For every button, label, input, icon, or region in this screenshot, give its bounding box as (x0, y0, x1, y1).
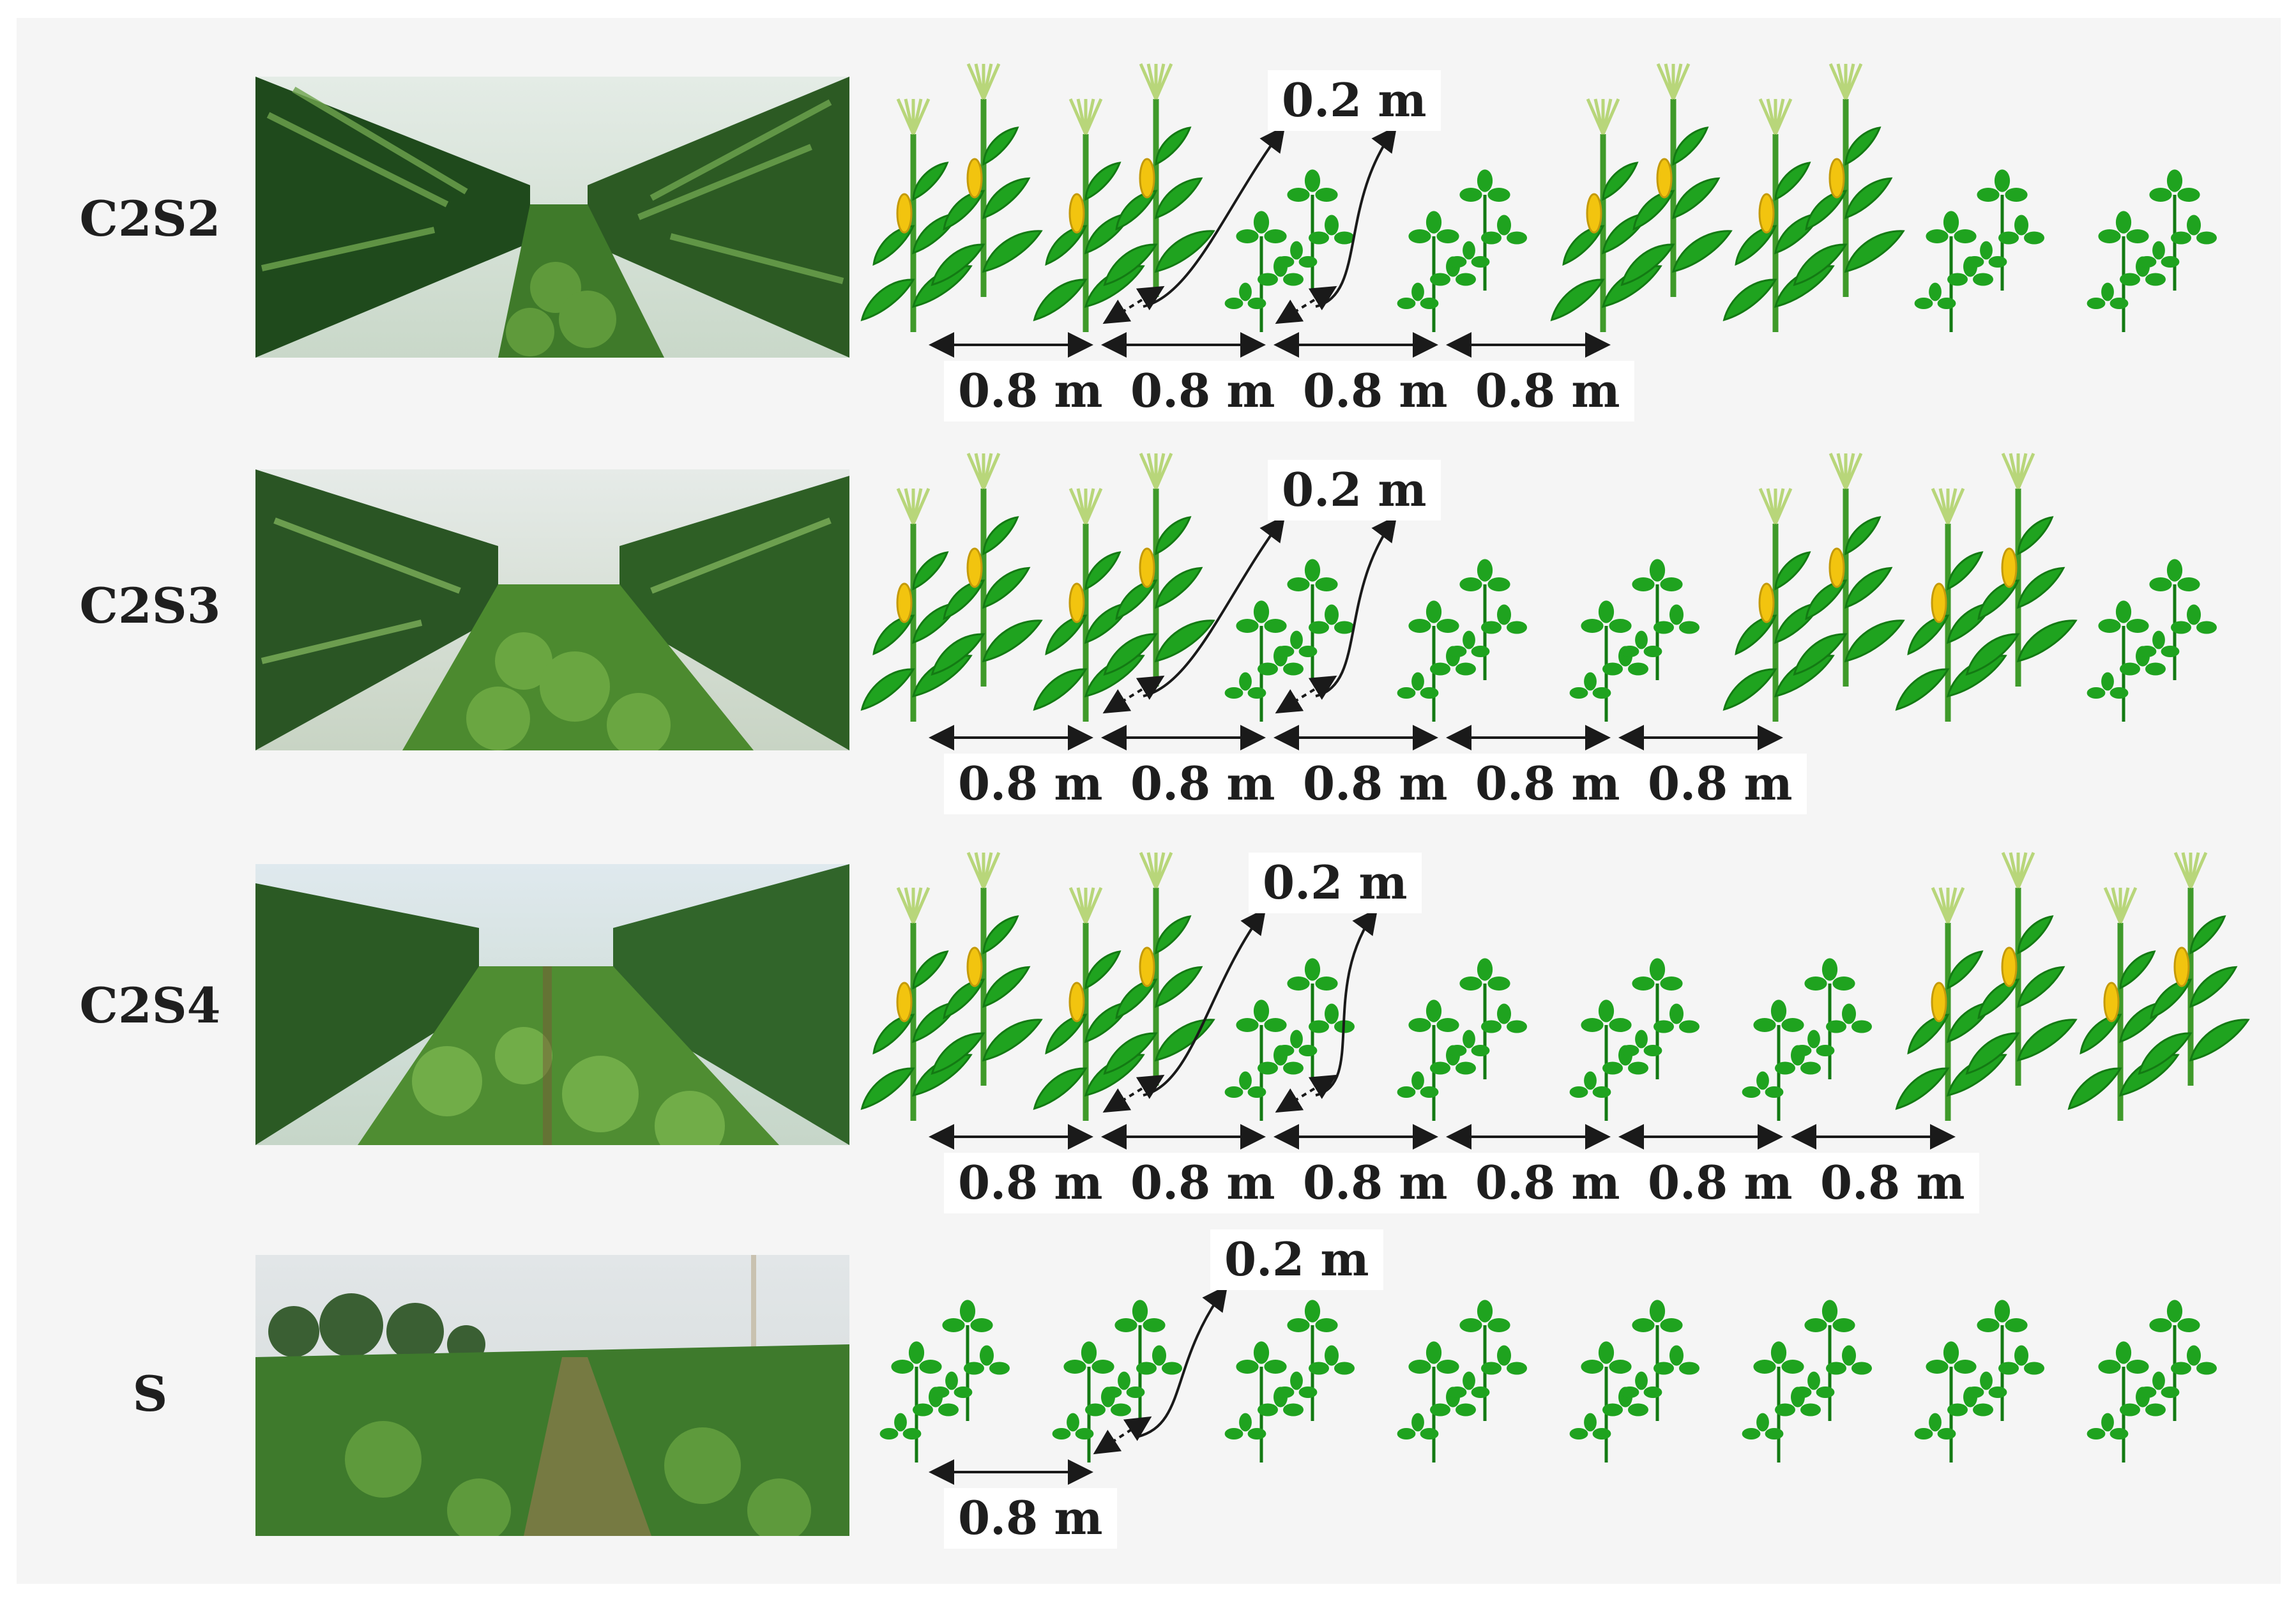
soybean-plant-icon (1914, 169, 2044, 332)
row-spacing-label: 0.8 m (944, 754, 1117, 814)
soybean-plant-icon (1224, 169, 1355, 332)
row-label-c2s3: C2S3 (79, 577, 221, 634)
row-spacing-label: 0.8 m (1116, 361, 1289, 422)
plant-spacing-dotted-arrow (1275, 285, 1337, 324)
plant-spacing-dotted-arrow (1102, 675, 1165, 714)
callout-curve-arrow (1315, 515, 1397, 697)
corn-plant-icon (860, 852, 1043, 1121)
corn-plant-icon (1033, 63, 1215, 332)
corn-plant-icon (2067, 852, 2250, 1121)
soybean-plant-icon (1742, 1300, 1872, 1462)
soybean-plant-icon (1569, 958, 1699, 1121)
plant-spacing-dotted-arrow (1275, 675, 1337, 714)
plant-spacing-dotted-arrow (1102, 285, 1165, 324)
corn-plant-icon (1033, 453, 1215, 722)
callout-curve-arrow (1143, 125, 1286, 308)
plant-spacing-label: 0.2 m (1210, 1229, 1383, 1290)
callout-curve-arrow (1315, 908, 1378, 1097)
corn-plant-icon (860, 63, 1043, 332)
soybean-plant-icon (1742, 958, 1872, 1121)
row-spacing-label: 0.8 m (1289, 1153, 1462, 1213)
row-label-s: S (132, 1365, 168, 1422)
row-spacing-label: 0.8 m (944, 1488, 1117, 1549)
row-spacing-label: 0.8 m (1806, 1153, 1979, 1213)
soybean-plant-icon (1569, 1300, 1699, 1462)
soybean-plant-icon (1397, 958, 1527, 1121)
row-spacing-label: 0.8 m (1116, 754, 1289, 814)
callout-curve-arrow (1315, 125, 1397, 308)
plant-spacing-label: 0.2 m (1268, 460, 1441, 520)
row-spacing-label: 0.8 m (1461, 754, 1634, 814)
corn-plant-icon (1550, 63, 1733, 332)
soybean-plant-icon (1397, 559, 1527, 722)
row-spacing-label: 0.8 m (1461, 361, 1634, 422)
row-spacing-label: 0.8 m (1461, 1153, 1634, 1213)
row-spacing-label: 0.8 m (1289, 754, 1462, 814)
soybean-plant-icon (879, 1300, 1010, 1462)
corn-plant-icon (1895, 852, 2078, 1121)
soybean-plant-icon (1224, 958, 1355, 1121)
plant-spacing-dotted-arrow (1093, 1416, 1152, 1455)
corn-plant-icon (1033, 852, 1215, 1121)
row-spacing-label: 0.8 m (1634, 1153, 1807, 1213)
soybean-plant-icon (1224, 559, 1355, 722)
row-spacing-label: 0.8 m (944, 1153, 1117, 1213)
row-label-c2s2: C2S2 (79, 190, 221, 247)
field-photo-c2s2 (255, 77, 849, 358)
plant-spacing-dotted-arrow (1275, 1074, 1337, 1113)
row-label-c2s4: C2S4 (79, 977, 221, 1034)
soybean-plant-icon (2087, 559, 2217, 722)
callout-curve-arrow (1136, 1284, 1228, 1438)
callout-curve-arrow (1143, 908, 1266, 1097)
corn-plant-icon (1722, 63, 1905, 332)
row-spacing-label: 0.8 m (1116, 1153, 1289, 1213)
soybean-plant-icon (2087, 1300, 2217, 1462)
soybean-plant-icon (1052, 1300, 1182, 1462)
soybean-plant-icon (1224, 1300, 1355, 1462)
corn-plant-icon (1895, 453, 2078, 722)
soybean-plant-icon (1397, 169, 1527, 332)
field-photo-c2s3 (255, 469, 849, 750)
soybean-plant-icon (1397, 1300, 1527, 1462)
soybean-plant-icon (1914, 1300, 2044, 1462)
corn-plant-icon (860, 453, 1043, 722)
callout-curve-arrow (1143, 515, 1286, 697)
field-photo-c2s4 (255, 864, 849, 1145)
soybean-plant-icon (1569, 559, 1699, 722)
field-photo-s (255, 1255, 849, 1536)
corn-plant-icon (1722, 453, 1905, 722)
row-spacing-label: 0.8 m (944, 361, 1117, 422)
row-spacing-label: 0.8 m (1634, 754, 1807, 814)
plant-spacing-label: 0.2 m (1249, 853, 1422, 913)
plant-spacing-label: 0.2 m (1268, 70, 1441, 131)
plant-spacing-dotted-arrow (1102, 1074, 1165, 1113)
soybean-plant-icon (2087, 169, 2217, 332)
row-spacing-label: 0.8 m (1289, 361, 1462, 422)
